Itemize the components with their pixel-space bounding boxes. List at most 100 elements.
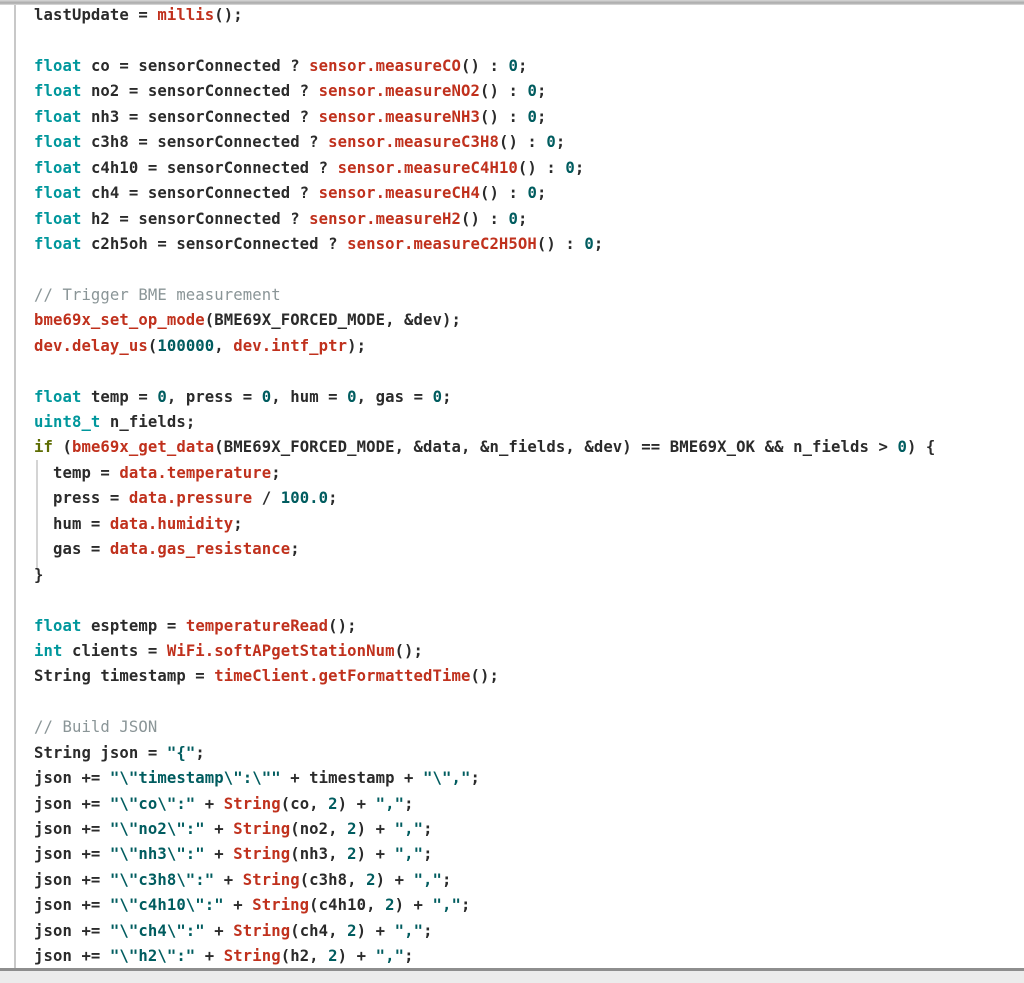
code-line[interactable]: float c3h8 = sensorConnected ? sensor.me… bbox=[34, 130, 1024, 155]
code-line[interactable] bbox=[34, 588, 1024, 613]
code-line[interactable]: } bbox=[34, 563, 1024, 588]
code-token-kw: uint8_t bbox=[34, 413, 101, 431]
code-token-pl: ; bbox=[271, 463, 281, 482]
code-token-pl: (co, bbox=[280, 794, 329, 813]
code-token-pl: () : bbox=[517, 158, 566, 177]
code-token-pl: ; bbox=[470, 769, 480, 788]
code-token-str: "\"ch4\":" bbox=[109, 921, 205, 940]
code-token-pl: + bbox=[204, 921, 234, 940]
code-line[interactable]: if (bme69x_get_data(BME69X_FORCED_MODE, … bbox=[34, 435, 1024, 460]
code-token-pl: , press = bbox=[166, 387, 262, 406]
code-line[interactable]: json += "\"co\":" + String(co, 2) + ","; bbox=[34, 792, 1024, 817]
code-line[interactable]: hum = data.humidity; bbox=[34, 512, 1024, 537]
code-token-fn: sensor.measureC4H10 bbox=[337, 158, 518, 177]
code-token-num: 0 bbox=[432, 387, 443, 406]
code-line[interactable]: int clients = WiFi.softAPgetStationNum()… bbox=[34, 639, 1024, 664]
code-line[interactable]: gas = data.gas_resistance; bbox=[34, 537, 1024, 562]
code-line[interactable]: uint8_t n_fields; bbox=[34, 410, 1024, 435]
code-token-fn: sensor.measureNO2 bbox=[318, 82, 480, 101]
code-token-fn: dev.intf_ptr bbox=[233, 336, 348, 355]
code-token-str: "," bbox=[413, 870, 443, 889]
code-line[interactable]: String timestamp = timeClient.getFormatt… bbox=[34, 664, 1024, 689]
code-line[interactable]: // Trigger BME measurement bbox=[34, 283, 1024, 308]
code-line[interactable]: lastUpdate = millis(); bbox=[34, 3, 1024, 28]
code-token-num: 0 bbox=[508, 209, 518, 228]
editor-gutter-line bbox=[14, 5, 16, 968]
code-token-fn: bme69x_get_data bbox=[71, 438, 215, 457]
code-token-pl: ( bbox=[147, 336, 158, 355]
code-line[interactable]: temp = data.temperature; bbox=[34, 461, 1024, 486]
code-token-pl: ) + bbox=[356, 921, 395, 940]
code-token-fn: sensor.measureH2 bbox=[309, 209, 461, 228]
code-line[interactable]: float c4h10 = sensorConnected ? sensor.m… bbox=[34, 156, 1024, 181]
code-line[interactable]: float co = sensorConnected ? sensor.meas… bbox=[34, 54, 1024, 79]
code-token-pl: json += bbox=[34, 794, 110, 813]
code-token-str: "\"c4h10\":" bbox=[109, 896, 224, 915]
code-line[interactable]: dev.delay_us(100000, dev.intf_ptr); bbox=[34, 334, 1024, 359]
code-token-pl: ( bbox=[52, 438, 72, 457]
code-line[interactable]: json += "\"ch4\":" + String(ch4, 2) + ",… bbox=[34, 919, 1024, 944]
code-line[interactable]: float nh3 = sensorConnected ? sensor.mea… bbox=[34, 105, 1024, 130]
code-token-pl: json += bbox=[34, 947, 110, 966]
code-line[interactable] bbox=[34, 690, 1024, 715]
code-line[interactable]: json += "\"timestamp\":\"" + timestamp +… bbox=[34, 766, 1024, 791]
code-line[interactable]: // Build JSON bbox=[34, 715, 1024, 740]
code-token-pl: ; bbox=[233, 514, 243, 533]
code-line[interactable]: json += "\"h2\":" + String(h2, 2) + ","; bbox=[34, 944, 1024, 969]
code-token-num: 2 bbox=[385, 896, 395, 915]
code-line[interactable]: float temp = 0, press = 0, hum = 0, gas … bbox=[34, 385, 1024, 410]
code-token-pl: ; bbox=[536, 107, 547, 126]
code-token-cmt: // Build JSON bbox=[34, 718, 158, 737]
code-line[interactable]: float h2 = sensorConnected ? sensor.meas… bbox=[34, 207, 1024, 232]
code-line[interactable]: json += "\"c4h10\":" + String(c4h10, 2) … bbox=[34, 893, 1024, 918]
code-token-pl: , gas = bbox=[356, 387, 433, 406]
code-line[interactable]: float esptemp = temperatureRead(); bbox=[34, 614, 1024, 639]
code-token-pl: ; bbox=[442, 387, 452, 406]
code-token-pl: (ch4, bbox=[290, 921, 348, 940]
code-token-kw: float bbox=[34, 56, 82, 75]
code-line[interactable] bbox=[34, 28, 1024, 53]
code-line[interactable]: float no2 = sensorConnected ? sensor.mea… bbox=[34, 79, 1024, 104]
code-token-pl: (); bbox=[328, 616, 357, 635]
code-token-kw: float bbox=[34, 158, 82, 177]
code-token-str: "\"co\":" bbox=[109, 794, 196, 813]
code-token-pl: () : bbox=[479, 184, 528, 203]
code-token-pl: json += bbox=[34, 870, 110, 889]
code-line[interactable]: json += "\"c3h8\":" + String(c3h8, 2) + … bbox=[34, 868, 1024, 893]
code-token-pl: , bbox=[214, 336, 234, 355]
code-line[interactable]: float ch4 = sensorConnected ? sensor.mea… bbox=[34, 181, 1024, 206]
code-editor[interactable]: lastUpdate = millis(); float co = sensor… bbox=[34, 3, 1024, 970]
code-line[interactable]: float c2h5oh = sensorConnected ? sensor.… bbox=[34, 232, 1024, 257]
code-line[interactable]: press = data.pressure / 100.0; bbox=[34, 486, 1024, 511]
code-token-pl: (); bbox=[394, 641, 424, 660]
code-token-num: 0 bbox=[347, 387, 357, 406]
code-token-str: "\"nh3\":" bbox=[109, 845, 205, 864]
code-token-fn: sensor.measureC3H8 bbox=[328, 133, 499, 152]
code-token-num: 0 bbox=[527, 107, 537, 126]
code-token-pl: clients = bbox=[62, 641, 167, 660]
code-token-fn: sensor.measureNH3 bbox=[318, 107, 480, 126]
code-token-pl: ) + bbox=[356, 845, 395, 864]
code-token-str: "{" bbox=[166, 743, 196, 762]
code-token-str: "\"no2\":" bbox=[109, 820, 205, 838]
code-token-pl: ; bbox=[517, 56, 528, 75]
code-line[interactable]: String json = "{"; bbox=[34, 741, 1024, 766]
code-token-fn: String bbox=[223, 794, 281, 813]
code-line[interactable]: json += "\"no2\":" + String(no2, 2) + ",… bbox=[34, 817, 1024, 842]
code-token-pl: } bbox=[34, 565, 44, 584]
code-token-fn: sensor.measureCH4 bbox=[318, 184, 480, 203]
code-token-pl: json += bbox=[34, 921, 110, 940]
code-token-pl: json += bbox=[34, 769, 110, 788]
code-token-fn: data.gas_resistance bbox=[109, 540, 291, 559]
code-token-num: 0 bbox=[527, 184, 537, 203]
code-line[interactable]: bme69x_set_op_mode(BME69X_FORCED_MODE, &… bbox=[34, 308, 1024, 333]
code-line[interactable] bbox=[34, 359, 1024, 384]
code-token-pl: + bbox=[204, 845, 234, 864]
code-token-num: 0 bbox=[527, 82, 537, 101]
horizontal-scrollbar[interactable] bbox=[0, 968, 1024, 983]
indent-guide bbox=[36, 460, 38, 568]
code-token-pl: (no2, bbox=[290, 820, 348, 838]
code-token-kw: float bbox=[34, 107, 82, 126]
code-line[interactable]: json += "\"nh3\":" + String(nh3, 2) + ",… bbox=[34, 842, 1024, 867]
code-line[interactable] bbox=[34, 257, 1024, 282]
